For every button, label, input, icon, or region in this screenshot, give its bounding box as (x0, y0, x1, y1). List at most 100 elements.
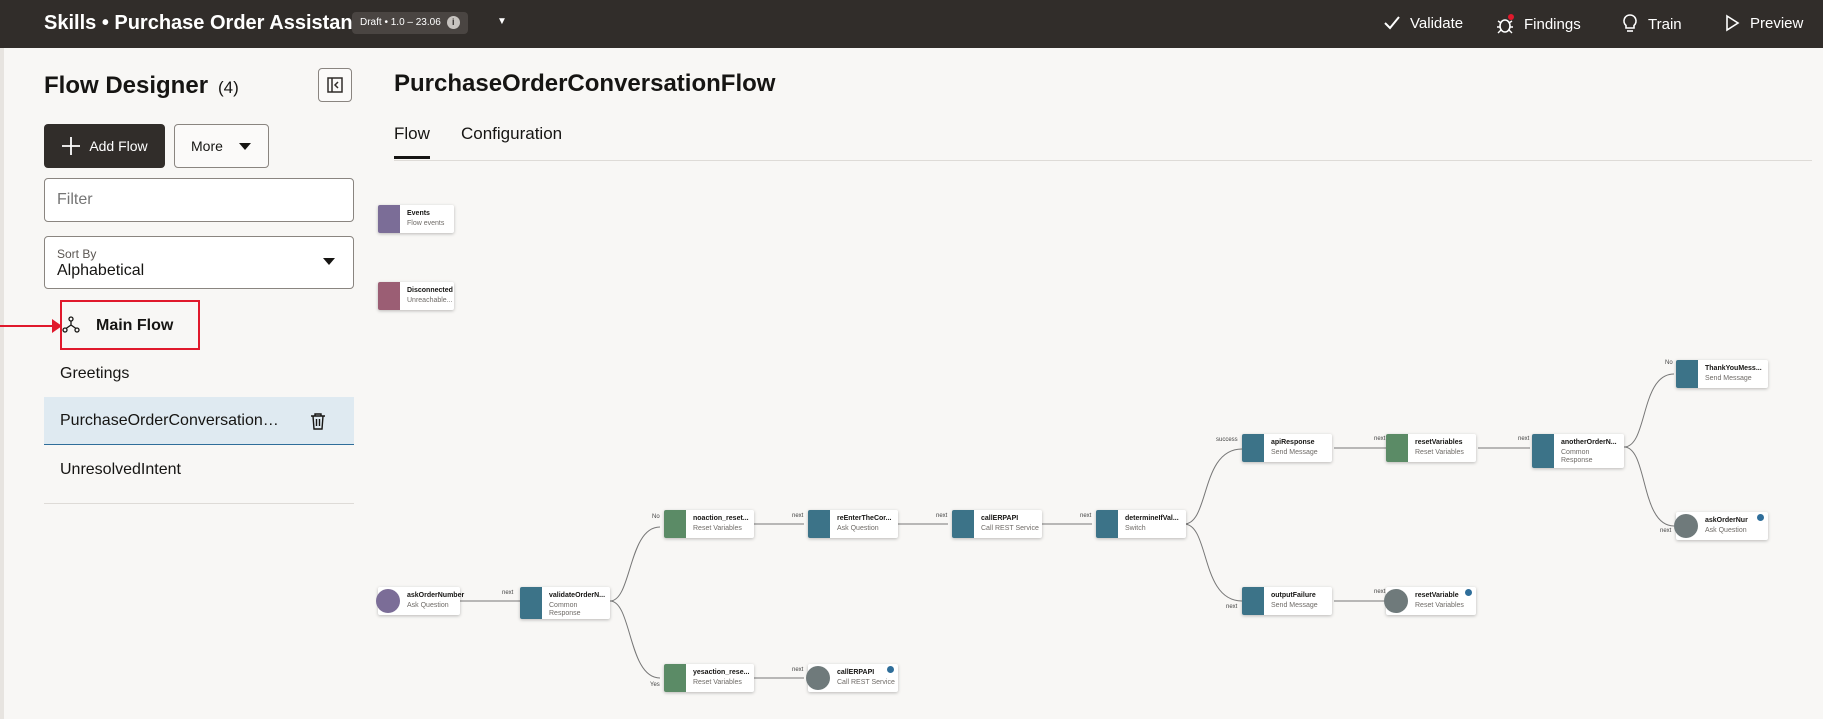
node-type: Common Response (549, 602, 581, 617)
top-bar: Skills • Purchase Order Assistant Draft … (0, 0, 1823, 48)
goto-flow-icon (1384, 589, 1408, 613)
flow-node[interactable]: yesaction_rese... Reset Variables (664, 664, 754, 692)
flow-node[interactable]: anotherOrderN... Common Response (1532, 434, 1624, 468)
flow-node[interactable]: askOrderNumber Ask Question (376, 587, 464, 615)
flow-node[interactable]: determineIfVal... Switch (1096, 510, 1186, 538)
more-label: More (191, 138, 223, 154)
flow-node[interactable]: ThankYouMess... Send Message (1676, 360, 1768, 388)
send-message-icon (1242, 434, 1264, 462)
rest-service-icon (952, 510, 974, 538)
node-type: Flow events (407, 220, 445, 227)
node-name: noaction_reset... (693, 515, 749, 522)
flow-connectors (460, 373, 1675, 679)
play-icon (1726, 14, 1740, 32)
node-type: Call REST Service (981, 525, 1039, 532)
version-dropdown-icon[interactable]: ▼ (497, 16, 507, 27)
train-button[interactable]: Train (1620, 13, 1682, 35)
validate-button[interactable]: Validate (1382, 13, 1463, 33)
validate-label: Validate (1410, 14, 1464, 32)
edge-label-no: No (652, 514, 660, 520)
annotation-arrowhead (52, 319, 62, 333)
edge-label-next: next (1374, 436, 1386, 442)
sort-by-value: Alphabetical (57, 262, 145, 279)
chevron-down-icon (323, 258, 335, 265)
node-type: Common Response (1561, 449, 1593, 464)
flow-node[interactable]: outputFailure Send Message (1242, 587, 1332, 615)
flow-node[interactable]: validateOrderN... Common Response (520, 587, 610, 619)
node-type: Switch (1125, 525, 1146, 532)
findings-button[interactable]: Findings (1494, 13, 1581, 35)
node-type: Send Message (1705, 375, 1752, 382)
disconnected-icon (378, 282, 400, 310)
list-divider (44, 503, 354, 504)
edge-label-next: next (1518, 436, 1530, 442)
preview-label: Preview (1750, 14, 1804, 32)
node-type: Send Message (1271, 602, 1318, 609)
flow-canvas[interactable]: next No Yes next next next success next … (376, 170, 1823, 719)
sort-by-select[interactable]: Sort By Alphabetical (44, 236, 354, 289)
node-type: Call REST Service (837, 679, 895, 686)
flow-node[interactable]: reEnterTheCor... Ask Question (808, 510, 898, 538)
flow-item-greetings[interactable]: Greetings (44, 350, 354, 398)
flow-item-purchase-order[interactable]: PurchaseOrderConversation… (44, 397, 354, 445)
goto-flow-icon (806, 666, 830, 690)
sort-by-label: Sort By (57, 247, 97, 261)
panel-title: Flow Designer (44, 72, 209, 99)
tab-configuration[interactable]: Configuration (461, 124, 563, 143)
collapse-panel-button[interactable] (318, 68, 352, 102)
edge-label-success: success (1216, 437, 1238, 443)
node-name: Events (407, 210, 430, 217)
reset-variables-icon (664, 510, 686, 538)
flow-title: PurchaseOrderConversationFlow (394, 70, 776, 97)
flow-node[interactable]: askOrderNur Ask Question (1674, 512, 1768, 540)
preview-button[interactable]: Preview (1722, 13, 1803, 33)
node-type: Send Message (1271, 449, 1318, 456)
ask-question-icon (808, 510, 830, 538)
flow-tree-icon (62, 316, 80, 333)
flow-node[interactable]: apiResponse Send Message (1242, 434, 1332, 462)
node-type: Reset Variables (693, 525, 742, 532)
add-flow-button[interactable]: Add Flow (44, 124, 165, 168)
filter-input[interactable] (44, 178, 354, 222)
tab-flow[interactable]: Flow (394, 124, 430, 159)
check-icon (1384, 16, 1400, 30)
node-name: callERPAPI (837, 669, 875, 676)
flow-node[interactable]: resetVariable Reset Variables (1384, 587, 1476, 615)
node-name: callERPAPI (981, 515, 1019, 522)
version-label: Draft • 1.0 – 23.06 (360, 17, 441, 28)
flow-item-unresolved-intent[interactable]: UnresolvedIntent (44, 446, 354, 494)
node-name: Disconnected (407, 287, 453, 294)
info-icon[interactable] (1465, 589, 1472, 596)
flow-node[interactable]: callERPAPI Call REST Service (952, 510, 1042, 538)
edge-label-no: No (1665, 360, 1673, 366)
info-icon[interactable] (1757, 514, 1764, 521)
version-badge[interactable]: Draft • 1.0 – 23.06 i (352, 12, 468, 34)
trash-icon[interactable] (310, 412, 326, 430)
flow-node[interactable]: Events Flow events (378, 205, 454, 233)
goto-flow-icon (1674, 514, 1698, 538)
node-name: validateOrderN... (549, 592, 606, 599)
flow-node[interactable]: resetVariables Reset Variables (1386, 434, 1476, 462)
more-button[interactable]: More (174, 124, 269, 168)
collapse-panel-icon (327, 77, 343, 93)
edge-label-next: next (792, 513, 804, 519)
node-type: Reset Variables (1415, 449, 1464, 456)
flow-node[interactable]: noaction_reset... Reset Variables (664, 510, 754, 538)
flow-item-main-flow[interactable]: Main Flow (60, 300, 200, 350)
flow-node[interactable]: callERPAPI Call REST Service (806, 664, 898, 692)
reset-variables-icon (664, 664, 686, 692)
send-message-icon (1676, 360, 1698, 388)
node-type: Unreachable... (407, 297, 453, 304)
node-type: Reset Variables (1415, 602, 1464, 609)
switch-icon (1096, 510, 1118, 538)
send-message-icon (1242, 587, 1264, 615)
add-flow-label: Add Flow (89, 138, 148, 154)
info-icon[interactable]: i (446, 16, 460, 29)
edge-label-next: next (1660, 528, 1672, 534)
info-icon[interactable] (887, 666, 894, 673)
findings-label: Findings (1524, 15, 1581, 33)
node-name: resetVariables (1415, 439, 1463, 446)
flow-node[interactable]: Disconnected Unreachable... (378, 282, 454, 310)
node-type: Ask Question (1705, 527, 1747, 534)
start-icon (376, 589, 400, 613)
